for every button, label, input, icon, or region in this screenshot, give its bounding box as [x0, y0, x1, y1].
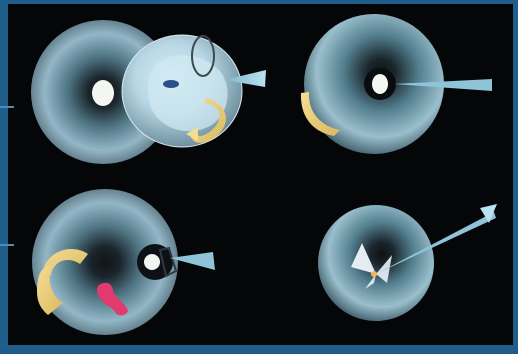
left-separator-top	[0, 106, 14, 108]
eye-bottom-left-mark	[144, 254, 160, 270]
left-separator-bottom	[0, 244, 14, 246]
eye-top-left-pupil-mark	[92, 80, 114, 106]
eye-bottom-right	[318, 205, 434, 321]
flap-center-spot	[163, 80, 179, 88]
ablation-center-dot	[371, 271, 377, 277]
eye-top-right-mark	[372, 74, 388, 94]
